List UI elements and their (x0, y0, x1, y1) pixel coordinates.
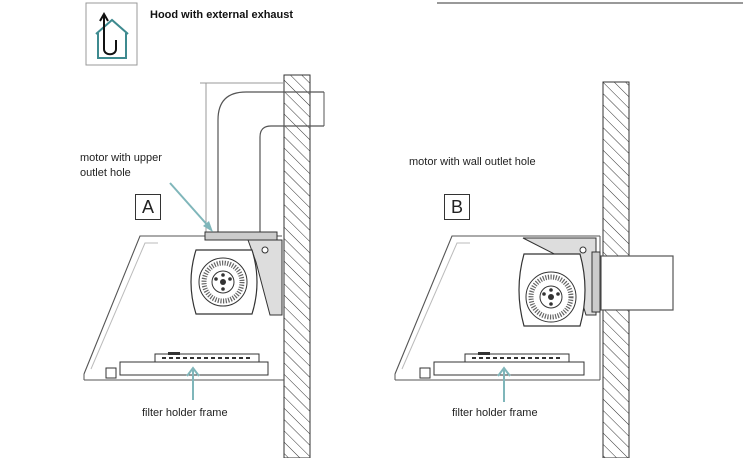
filter-label-a: filter holder frame (142, 407, 228, 419)
panel-a-letter: A (135, 194, 161, 220)
motor-pointer-a (169, 182, 211, 229)
panel-b-drawing (394, 81, 674, 458)
motor-label-a: motor with upper outlet hole (80, 151, 162, 181)
panel-a-drawing (83, 74, 325, 458)
house-exhaust-icon (85, 2, 138, 66)
motor-label-b: motor with wall outlet hole (409, 156, 536, 168)
duct-b (600, 255, 674, 311)
page-title: Hood with external exhaust (150, 9, 294, 21)
motor-label-a-line1: motor with upper (80, 152, 162, 164)
panel-b-letter: B (444, 194, 470, 220)
filter-label-b: filter holder frame (452, 407, 538, 419)
canopy-b (394, 235, 600, 375)
motor-label-a-line2: outlet hole (80, 167, 131, 179)
duct-a (217, 91, 324, 232)
wall-a (283, 74, 311, 458)
